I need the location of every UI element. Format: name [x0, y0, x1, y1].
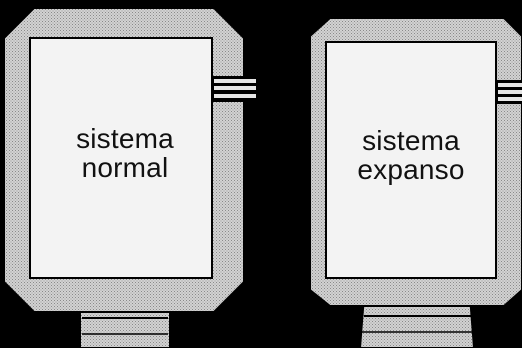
box-normal-label-line2: normal	[40, 153, 210, 182]
box-expanso-label: sistema expanso	[331, 126, 491, 184]
box-normal-connector	[212, 76, 258, 102]
box-normal-label: sistema normal	[40, 124, 210, 182]
box-expanso-label-line2: expanso	[331, 155, 491, 184]
box-normal-label-line1: sistema	[40, 124, 210, 153]
box-expanso-label-line1: sistema	[331, 126, 491, 155]
box-expanso-connector	[496, 80, 522, 104]
